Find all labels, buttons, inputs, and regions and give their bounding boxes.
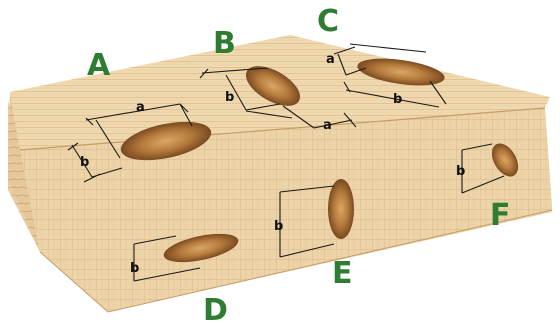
label-e: E — [332, 256, 353, 291]
label-f: F — [490, 198, 511, 233]
dim-a-label: a — [136, 100, 145, 115]
dim-a-label: a — [323, 118, 332, 133]
label-d: D — [203, 293, 228, 323]
dim-b-label: b — [456, 164, 465, 179]
dim-b-label: b — [393, 92, 402, 107]
dim-a-label: a — [326, 52, 335, 67]
label-a: A — [87, 48, 111, 83]
label-c: C — [317, 4, 339, 39]
dim-b-label: b — [130, 261, 139, 276]
label-b: B — [213, 26, 236, 61]
dim-b-label: b — [225, 90, 234, 105]
dim-b-label: b — [80, 155, 89, 170]
dim-b-label: b — [274, 219, 283, 234]
knot-e — [328, 179, 354, 239]
